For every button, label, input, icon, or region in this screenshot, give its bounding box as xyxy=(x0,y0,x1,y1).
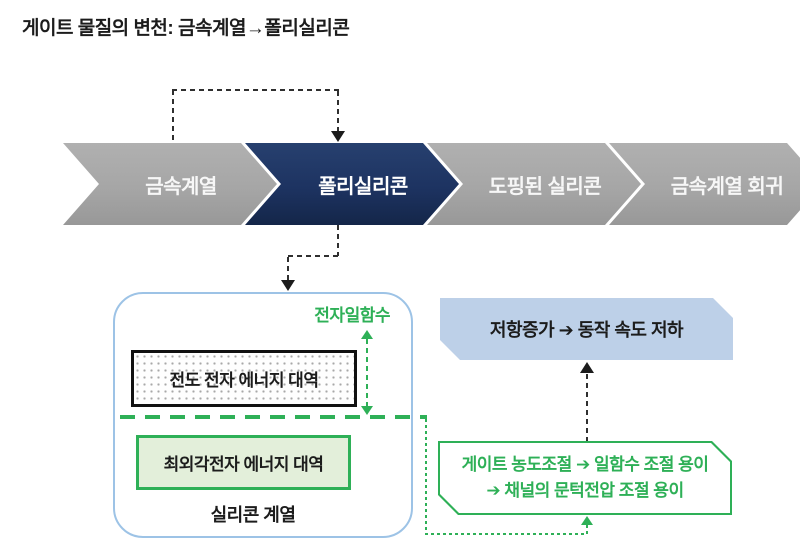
loop-connector-top-segment xyxy=(172,89,339,91)
conduction-band-box: 전도 전자 에너지 대역 xyxy=(131,350,357,407)
drop-connector-lower-segment xyxy=(287,257,289,280)
loop-connector-right-segment xyxy=(337,91,339,131)
fermi-level-line xyxy=(120,415,427,419)
arrowhead-down-icon xyxy=(331,131,345,142)
conduction-band-label: 전도 전자 에너지 대역 xyxy=(169,371,319,390)
flow-step-doped-silicon: 도핑된 실리콘 xyxy=(427,143,641,225)
valence-band-box: 최외각전자 에너지 대역 xyxy=(136,435,351,490)
loop-connector-left-segment xyxy=(172,90,174,143)
page-title: 게이트 물질의 변천: 금속계열→폴리실리콘 xyxy=(22,18,350,39)
gate-doping-box: 게이트 농도조절 ➔ 일함수 조절 용이 ➔ 채널의 문턱전압 조절 용이 xyxy=(438,441,732,515)
arrowhead-up-icon xyxy=(581,516,593,525)
green-route-stub-segment xyxy=(586,525,588,534)
silicon-panel-caption: 실리콘 계열 xyxy=(210,505,296,525)
work-function-arrow xyxy=(366,339,368,406)
resistance-text: 저항증가 ➔ 동작 속도 저하 xyxy=(489,320,684,340)
work-function-label: 전자일함수 xyxy=(314,306,390,325)
arrowhead-up-icon xyxy=(580,362,594,373)
arrowhead-up-icon xyxy=(361,330,373,339)
gate-doping-line2: ➔ 채널의 문턱전압 조절 용이 xyxy=(486,481,684,500)
gate-doping-line1: 게이트 농도조절 ➔ 일함수 조절 용이 xyxy=(461,454,709,474)
flow-step-metal: 금속계열 xyxy=(63,143,277,225)
valence-band-label: 최외각전자 에너지 대역 xyxy=(163,455,324,474)
green-route-horizontal-segment xyxy=(425,533,587,535)
gate-doping-box-fill xyxy=(440,443,730,513)
cause-effect-connector xyxy=(586,374,588,441)
arrowhead-down-icon xyxy=(281,280,295,291)
drop-connector-upper-segment xyxy=(337,225,339,256)
arrowhead-down-icon xyxy=(361,406,373,415)
flow-step-polysilicon: 폴리실리콘 xyxy=(245,143,459,225)
resistance-box: 저항증가 ➔ 동작 속도 저하 xyxy=(440,298,733,360)
green-route-vertical-segment xyxy=(425,419,427,535)
drop-connector-horizontal-segment xyxy=(288,255,339,257)
